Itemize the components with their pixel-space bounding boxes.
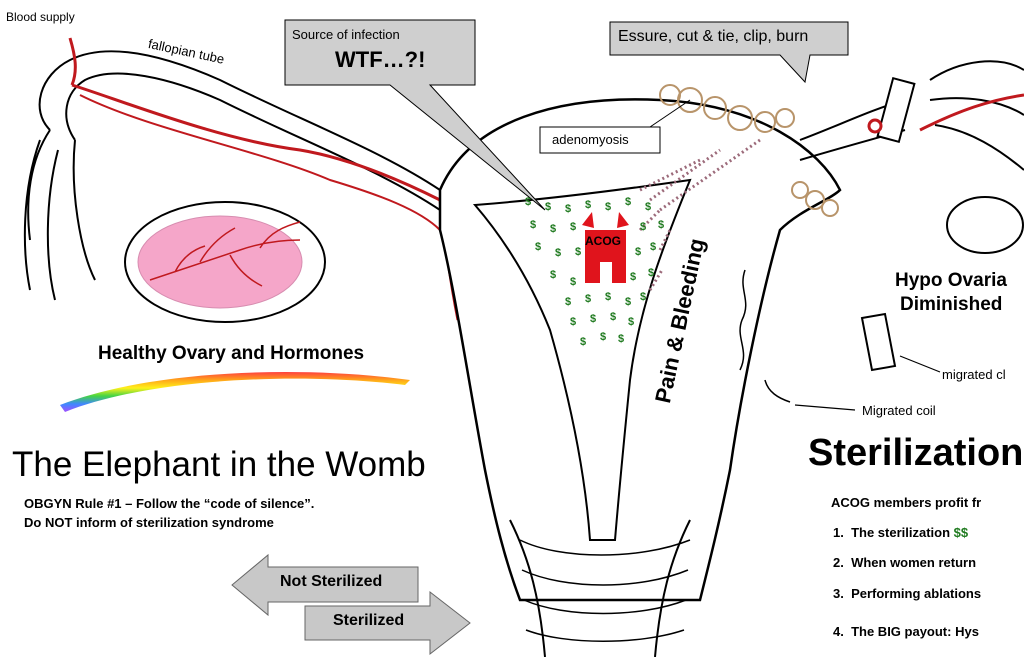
list-text: The BIG payout: Hys bbox=[851, 624, 979, 639]
svg-text:$: $ bbox=[565, 296, 571, 308]
svg-text:$: $ bbox=[600, 331, 606, 343]
left-ovary bbox=[138, 216, 302, 308]
healthy-ovary-label: Healthy Ovary and Hormones bbox=[98, 343, 364, 365]
rule-line-1: OBGYN Rule #1 – Follow the “code of sile… bbox=[24, 496, 314, 511]
right-fimbriae bbox=[930, 61, 1024, 170]
uterus-body bbox=[440, 99, 840, 600]
right-ovary bbox=[947, 197, 1023, 253]
svg-text:$: $ bbox=[618, 333, 624, 345]
essure-coil bbox=[869, 120, 881, 132]
svg-text:$: $ bbox=[555, 247, 561, 259]
list-text: Performing ablations bbox=[851, 586, 981, 601]
list-item: 4. The BIG payout: Hys bbox=[833, 624, 979, 639]
rule-line-2: Do NOT inform of sterilization syndrome bbox=[24, 515, 274, 530]
migrated-clip-arrow bbox=[900, 356, 940, 372]
diminished-label: Diminished bbox=[900, 294, 1002, 316]
svg-text:$: $ bbox=[658, 219, 664, 231]
svg-text:$: $ bbox=[545, 201, 551, 213]
right-panel-subtitle: ACOG members profit fr bbox=[831, 495, 981, 510]
svg-text:$: $ bbox=[535, 241, 541, 253]
blood-supply-label: Blood supply bbox=[6, 10, 75, 24]
svg-text:$: $ bbox=[625, 296, 631, 308]
svg-text:$: $ bbox=[570, 221, 576, 233]
svg-text:$: $ bbox=[565, 203, 571, 215]
svg-text:$: $ bbox=[550, 223, 556, 235]
svg-text:$: $ bbox=[525, 196, 531, 208]
essure-methods-label: Essure, cut & tie, clip, burn bbox=[618, 28, 808, 46]
migrated-coil-arrow bbox=[795, 405, 855, 410]
acog-label: ACOG bbox=[585, 234, 621, 248]
svg-text:$: $ bbox=[530, 219, 536, 231]
svg-text:$: $ bbox=[640, 291, 646, 303]
migrated-clip-shape bbox=[862, 314, 895, 370]
svg-text:$: $ bbox=[590, 313, 596, 325]
svg-text:$: $ bbox=[570, 316, 576, 328]
list-item: 1. The sterilization $$ bbox=[833, 525, 968, 540]
tube-clip bbox=[878, 78, 915, 142]
svg-text:$: $ bbox=[650, 241, 656, 253]
list-number: 4. bbox=[833, 624, 844, 639]
source-of-infection-label: Source of infection bbox=[292, 27, 400, 42]
adenomyosis-label: adenomyosis bbox=[552, 132, 629, 147]
svg-text:$: $ bbox=[630, 271, 636, 283]
svg-text:$: $ bbox=[635, 246, 641, 258]
svg-text:$: $ bbox=[605, 201, 611, 213]
list-item: 2. When women return bbox=[833, 555, 976, 570]
migrated-clip-label: migrated cl bbox=[942, 367, 1006, 382]
list-number: 3. bbox=[833, 586, 844, 601]
svg-text:$: $ bbox=[585, 293, 591, 305]
svg-text:$: $ bbox=[580, 336, 586, 348]
wtf-label: WTF…?! bbox=[335, 47, 425, 73]
migrated-coil-label: Migrated coil bbox=[862, 403, 936, 418]
left-panel-title: The Elephant in the Womb bbox=[12, 445, 426, 485]
list-number: 1. bbox=[833, 525, 844, 540]
rainbow-icon bbox=[60, 372, 410, 412]
right-panel-title: Sterilization bbox=[808, 432, 1023, 475]
hypo-ovarian-label: Hypo Ovaria bbox=[895, 270, 1007, 292]
left-fimbriae bbox=[25, 130, 95, 300]
list-text: The sterilization bbox=[851, 525, 954, 540]
svg-text:$: $ bbox=[625, 196, 631, 208]
svg-text:$: $ bbox=[648, 267, 654, 279]
svg-text:$: $ bbox=[628, 316, 634, 328]
list-item: 3. Performing ablations bbox=[833, 586, 981, 601]
svg-text:$: $ bbox=[585, 199, 591, 211]
svg-text:$: $ bbox=[610, 311, 616, 323]
money-text: $$ bbox=[954, 525, 968, 540]
not-sterilized-label: Not Sterilized bbox=[280, 573, 382, 591]
svg-text:$: $ bbox=[645, 201, 651, 213]
svg-text:$: $ bbox=[550, 269, 556, 281]
svg-text:$: $ bbox=[570, 276, 576, 288]
svg-text:$: $ bbox=[575, 246, 581, 258]
sterilized-label: Sterilized bbox=[333, 612, 404, 630]
svg-text:$: $ bbox=[640, 221, 646, 233]
svg-text:$: $ bbox=[605, 291, 611, 303]
list-number: 2. bbox=[833, 555, 844, 570]
list-text: When women return bbox=[851, 555, 976, 570]
